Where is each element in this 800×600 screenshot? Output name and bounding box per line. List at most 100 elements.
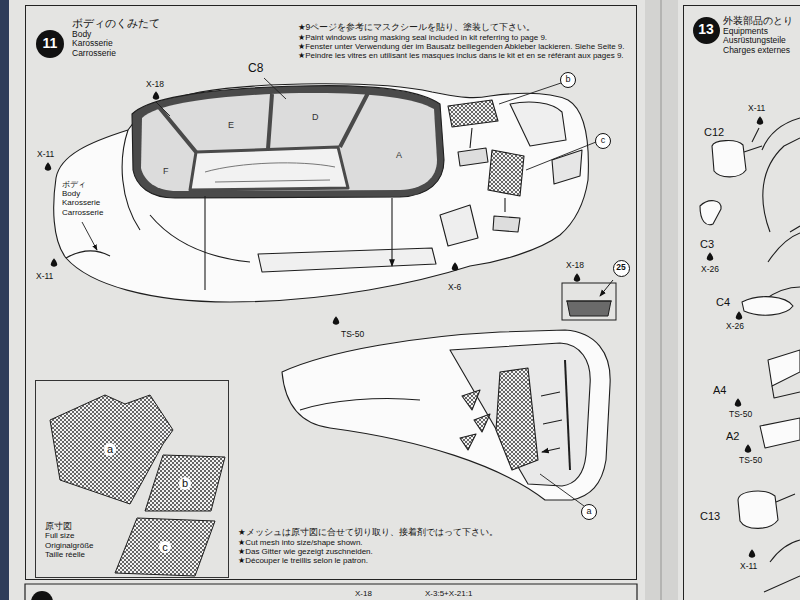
equipment-illustration: [772, 386, 800, 398]
paint-code: X-11: [37, 150, 54, 160]
rear-window: [190, 147, 348, 190]
callout-letter: b: [560, 72, 576, 88]
step-number: 11: [36, 30, 64, 58]
callout-letter: c: [595, 133, 611, 149]
part-number: A4: [713, 384, 726, 397]
equipment-illustration: [760, 418, 800, 448]
callout-text: c: [601, 136, 606, 146]
paint-icon: [45, 162, 51, 171]
rear-body-outline: [282, 330, 610, 500]
panel-line: [300, 398, 420, 410]
next-step-edge: [25, 584, 637, 600]
mesh-area: [496, 368, 538, 470]
paint-icon: [452, 262, 458, 271]
equipment-illustration: [742, 297, 793, 316]
instruction-note: ★Fenster unter Verwendung der im Bausatz…: [298, 42, 633, 51]
paint-code: TS-50: [729, 410, 752, 420]
paint-code: X-18: [355, 589, 372, 598]
body-illustration: [54, 78, 596, 302]
paint-code: TS-50: [341, 330, 364, 340]
mesh-letter: c: [159, 541, 171, 553]
side-intake: [440, 205, 478, 246]
paint-icon: [45, 91, 763, 558]
paint-code: X-18: [566, 261, 584, 271]
equipment-illustration: [700, 201, 721, 225]
next-step-edge: [25, 584, 637, 600]
paint-code: X-11: [748, 104, 765, 114]
paint-code: X-6: [448, 283, 461, 293]
mesh-area: [448, 100, 498, 127]
leader-line: [156, 78, 596, 170]
paint-icon: [153, 91, 159, 100]
part-name: Karosserie: [62, 198, 100, 207]
part-number: C13: [700, 510, 720, 523]
window-frame: [132, 86, 444, 198]
mesh-area: [460, 434, 476, 450]
paper-background: [660, 0, 662, 600]
part-name: Carrosserie: [62, 208, 103, 217]
equipment-illustration: [768, 350, 800, 386]
paint-icon: [757, 116, 763, 125]
instruction-note: ★Découper le treillis selon le patron.: [238, 556, 618, 565]
part-number: A2: [726, 430, 739, 443]
step-heading: Equipments: [723, 27, 800, 37]
paint-code: X-18: [146, 80, 164, 90]
rear-detail-illustration: [282, 330, 610, 506]
paint-icon: [749, 549, 755, 558]
frame-bar: [565, 360, 570, 470]
callout-letter: a: [581, 504, 597, 520]
callout-text: 25: [616, 263, 625, 272]
part-number: C3: [700, 238, 714, 251]
engine-cover-line: [205, 163, 335, 182]
mesh-area: [488, 150, 524, 196]
paint-icon: [707, 252, 713, 261]
mesh-letter: b: [179, 477, 191, 489]
instruction-note: ★Peindre les vitres en utilisant les mas…: [298, 51, 633, 60]
part-name: Body: [62, 189, 80, 198]
instruction-note: ★Cut mesh into size/shape shown.: [238, 538, 618, 547]
paint-icon: [333, 316, 339, 325]
rear-opening: [450, 343, 590, 486]
detail-inset: [600, 280, 613, 296]
detail-inset: [562, 283, 616, 320]
fender-line: [66, 130, 250, 262]
body-outline: [54, 84, 589, 302]
instruction-note: ★メッシュは原寸図に合せて切り取り、接着剤ではって下さい。: [238, 528, 618, 538]
paint-code: X-11: [740, 562, 757, 572]
step-heading: 外装部品のとり: [723, 15, 800, 27]
rear-opening: [510, 102, 566, 146]
paint-code: X-26: [726, 322, 744, 332]
tail-light: [552, 150, 582, 184]
full-size-template: 原寸図Full sizeOriginalgrößeTaille réelleab…: [35, 380, 229, 578]
side-skirt: [258, 248, 436, 272]
mesh-piece: c: [115, 518, 215, 576]
part-number: C8: [248, 62, 263, 76]
step-heading: Ausrüstungsteile: [723, 36, 800, 46]
step-number-text: 13: [698, 22, 714, 37]
part-name: ボディ: [62, 180, 86, 189]
next-step-edge: [31, 591, 53, 600]
callout-text: a: [586, 507, 591, 517]
detail-inset: [562, 280, 616, 320]
vent-slot: [458, 148, 520, 232]
paint-code: X-11: [36, 272, 53, 282]
step-heading: Charges externes: [723, 46, 800, 56]
paint-icon: [736, 311, 742, 320]
equipment-illustration: [744, 128, 762, 152]
equipment-illustration: [762, 118, 800, 232]
window-letter: F: [163, 166, 169, 176]
paper-background: [645, 0, 678, 600]
equipment-illustration: [764, 233, 800, 300]
equipment-illustration: [712, 141, 746, 177]
paint-icon: [745, 444, 751, 453]
mesh-piece: b: [145, 455, 225, 512]
paint-icon: [574, 273, 580, 282]
paint-mix: X-3:5+X-21:1: [425, 589, 472, 598]
callout-number: 25: [613, 260, 630, 277]
